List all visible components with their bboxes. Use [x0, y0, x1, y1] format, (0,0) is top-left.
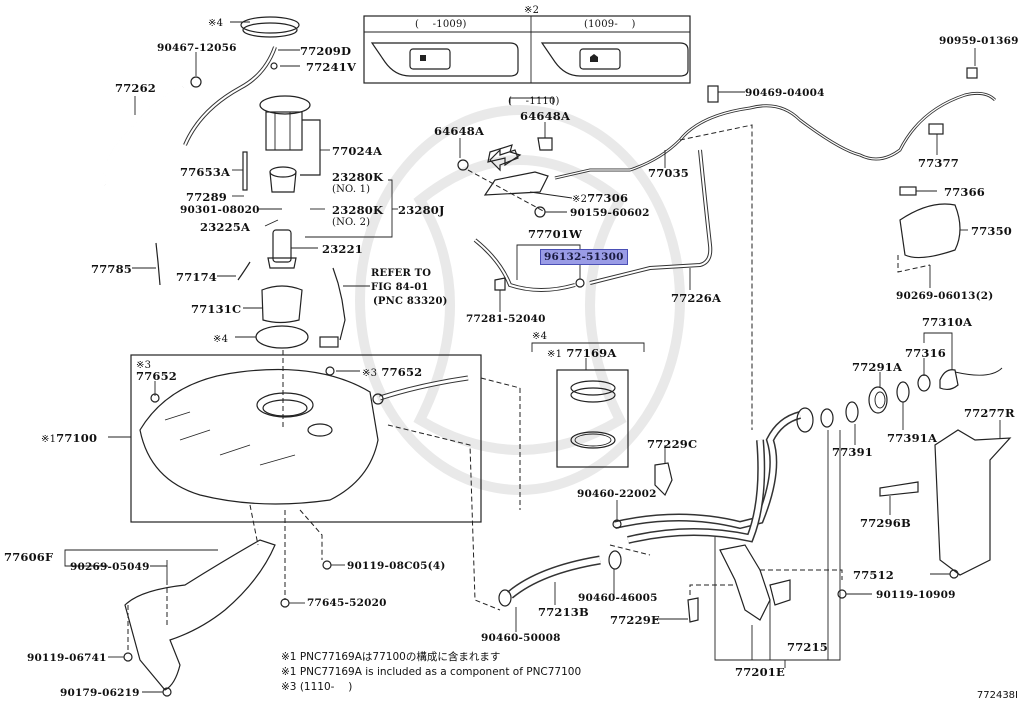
callout-77310A[interactable]: 77310A — [922, 315, 973, 329]
figure-id: 772438I — [976, 690, 1018, 701]
callout-90119-10909[interactable]: 90119-10909 — [876, 589, 956, 601]
callout-77100[interactable]: ※177100 — [41, 431, 98, 445]
callout-90467-12056[interactable]: 90467-12056 — [157, 42, 237, 54]
callout-77653A[interactable]: 77653A — [180, 165, 231, 179]
callout-23280K-no2[interactable]: 23280K — [332, 203, 384, 217]
lock-variant-range-b: (1009- ) — [584, 19, 636, 30]
callout-77289[interactable]: 77289 — [186, 190, 228, 204]
lock-variant-range-a: ( -1009) — [415, 19, 467, 30]
callout-range-1110: ( -1110) — [508, 96, 560, 107]
callout-77512[interactable]: 77512 — [853, 568, 895, 582]
callout-77391A[interactable]: 77391A — [887, 431, 938, 445]
callout-no1: (NO. 1) — [332, 184, 371, 195]
callout-23221[interactable]: 23221 — [322, 242, 364, 256]
callout-64648A-b[interactable]: 64648A — [520, 109, 571, 123]
callout-77701W[interactable]: 77701W — [528, 227, 583, 241]
callout-77391[interactable]: 77391 — [832, 445, 874, 459]
callout-77645-52020[interactable]: 77645-52020 — [307, 597, 387, 609]
callout-77241V[interactable]: 77241V — [306, 60, 357, 74]
callout-64648A-a[interactable]: 64648A — [434, 124, 485, 138]
callout-77350[interactable]: 77350 — [971, 224, 1013, 238]
callout-77229C[interactable]: 77229C — [647, 437, 698, 451]
callout-77281-52040[interactable]: 77281-52040 — [466, 313, 546, 325]
callout-77024A[interactable]: 77024A — [332, 144, 383, 158]
callout-77606F[interactable]: 77606F — [4, 550, 54, 564]
callout-77785[interactable]: 77785 — [91, 262, 133, 276]
callout-90469-04004[interactable]: 90469-04004 — [745, 87, 825, 99]
callout-77201E[interactable]: 77201E — [735, 665, 785, 679]
callout-x4-mid: ※4 — [532, 331, 548, 342]
callout-77296B[interactable]: 77296B — [860, 516, 911, 530]
lock-variants-box — [363, 15, 691, 84]
callout-refer-fig[interactable]: FIG 84-01 — [371, 282, 429, 293]
callout-77652-a[interactable]: 77652 — [136, 369, 178, 383]
callout-90301-08020[interactable]: 90301-08020 — [180, 204, 260, 216]
callout-90959-01369[interactable]: 90959-01369 — [939, 35, 1019, 47]
footnote-1-en: ※1 PNC77169A is included as a component … — [281, 666, 582, 678]
callout-77262[interactable]: 77262 — [115, 81, 157, 95]
callout-refer-pnc: (PNC 83320) — [373, 296, 448, 307]
callout-77215[interactable]: 77215 — [787, 640, 829, 654]
callout-77209D[interactable]: 77209D — [300, 44, 352, 58]
callout-77377[interactable]: 77377 — [918, 156, 960, 170]
callout-77652-b[interactable]: ※3 77652 — [362, 365, 423, 379]
callout-77213B[interactable]: 77213B — [538, 605, 589, 619]
callout-no2: (NO. 2) — [332, 217, 371, 228]
callout-77174[interactable]: 77174 — [176, 270, 218, 284]
callout-77131C[interactable]: 77131C — [191, 302, 242, 316]
callout-23225A[interactable]: 23225A — [200, 220, 251, 234]
callout-90159-60602[interactable]: 90159-60602 — [570, 207, 650, 219]
callout-90460-50008[interactable]: 90460-50008 — [481, 632, 561, 644]
callout-77366[interactable]: 77366 — [944, 185, 986, 199]
callout-90269-05049[interactable]: 90269-05049 — [70, 561, 150, 573]
callout-77316[interactable]: 77316 — [905, 346, 947, 360]
footnote-1-jp: ※1 PNC77169Aは77100の構成に含まれます — [281, 651, 501, 663]
callout-77035[interactable]: 77035 — [648, 166, 690, 180]
watermark-emblem — [355, 105, 685, 495]
callout-ring-x4-top: ※4 — [208, 18, 224, 29]
callout-77277R[interactable]: 77277R — [964, 406, 1015, 420]
callout-96132-51300-highlighted[interactable]: 96132-51300 — [540, 249, 628, 265]
callout-90460-22002[interactable]: 90460-22002 — [577, 488, 657, 500]
callout-23280J[interactable]: 23280J — [398, 203, 445, 217]
callout-ring-x4: ※4 — [213, 334, 229, 345]
callout-x2-top: ※2 — [524, 5, 540, 16]
callout-90269-06013[interactable]: 90269-06013(2) — [896, 290, 994, 302]
callout-90179-06219[interactable]: 90179-06219 — [60, 687, 140, 699]
callout-90119-06741[interactable]: 90119-06741 — [27, 652, 107, 664]
callout-90119-08C05[interactable]: 90119-08C05(4) — [347, 560, 446, 572]
callout-refer-to: REFER TO — [371, 268, 432, 279]
footnote-3: ※3 (1110- ) — [281, 681, 353, 693]
callout-77226A[interactable]: 77226A — [671, 291, 722, 305]
callout-77169A[interactable]: ※1 77169A — [547, 346, 617, 360]
callout-x3-a: ※3 — [136, 360, 152, 371]
tank-box — [130, 354, 482, 523]
callout-77306[interactable]: ※277306 — [572, 191, 629, 205]
callout-77291A[interactable]: 77291A — [852, 360, 903, 374]
callout-23280K-no1[interactable]: 23280K — [332, 170, 384, 184]
callout-90460-46005[interactable]: 90460-46005 — [578, 592, 658, 604]
callout-77229E[interactable]: 77229E — [610, 613, 660, 627]
